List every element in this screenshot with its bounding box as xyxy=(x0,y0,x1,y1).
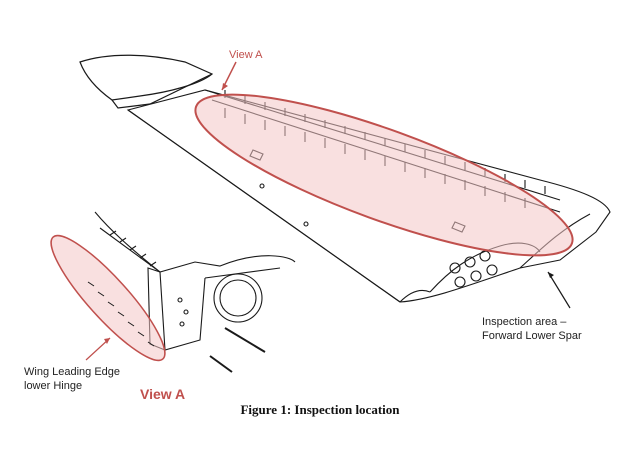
inspection-leader xyxy=(547,271,571,309)
trailing-flap xyxy=(79,54,214,109)
inspection-highlight xyxy=(194,93,574,257)
inspection-area-label: Inspection area – Forward Lower Spar xyxy=(482,315,582,343)
detail-view xyxy=(94,211,296,373)
hinge-label-line1: Wing Leading Edge xyxy=(24,366,121,378)
hinge-lugs xyxy=(87,281,155,347)
view-a-label-top: View A xyxy=(229,49,263,61)
hinge-label: Wing Leading Edge lower Hinge xyxy=(24,365,120,393)
figure-caption: Figure 1: Inspection location xyxy=(240,402,400,417)
inspection-area-line2: Forward Lower Spar xyxy=(482,330,582,342)
hinge-highlight xyxy=(50,234,166,362)
hinge-label-line2: lower Hinge xyxy=(24,380,83,392)
inspection-area-line1: Inspection area – xyxy=(482,316,567,328)
view-a-label-bottom: View A xyxy=(140,386,186,402)
